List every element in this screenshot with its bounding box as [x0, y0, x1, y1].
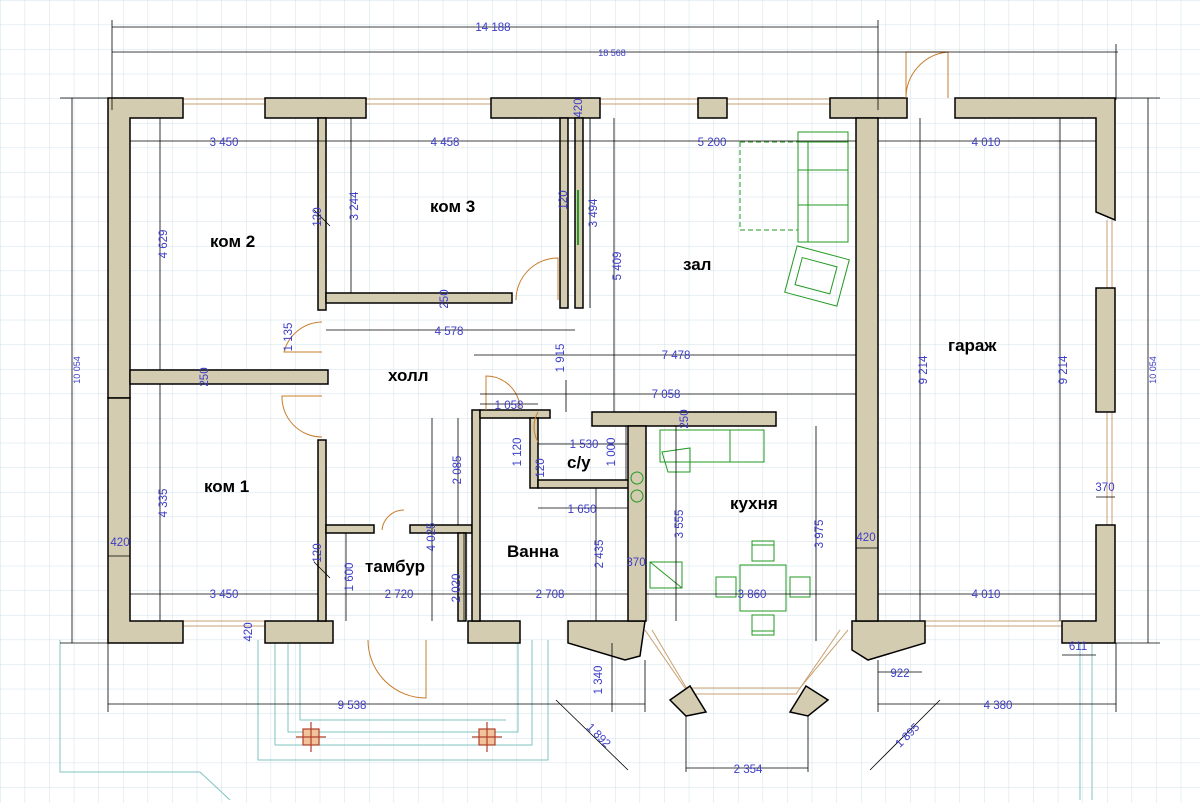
- dimension-label: 7 058: [652, 389, 681, 401]
- dimension-label: 10 054: [1148, 356, 1158, 384]
- room-label-su: с/у: [567, 453, 591, 472]
- dimension-label: 4 025: [426, 523, 438, 552]
- dimension-label: 1 120: [512, 438, 524, 467]
- room-label-zal: зал: [683, 255, 711, 274]
- dimension-label: 18 568: [598, 48, 626, 58]
- dimension-lines: [60, 20, 1160, 772]
- dimension-label: 120: [312, 543, 324, 562]
- sofa-icon: [797, 131, 849, 243]
- dimension-label: 10 054: [72, 356, 82, 384]
- dimension-label: 1 135: [283, 323, 295, 352]
- dimension-label: 4 578: [435, 326, 464, 338]
- dimension-label: 2 020: [451, 574, 463, 603]
- dimension-label: 4 629: [158, 230, 170, 259]
- armchair-icon: [784, 245, 850, 307]
- dimension-label: 1 915: [555, 344, 567, 373]
- dimension-label: 9 538: [338, 700, 367, 712]
- dimension-label: 3 555: [674, 510, 686, 539]
- dimension-label: 9 214: [918, 355, 930, 384]
- dimension-label: 5 200: [698, 137, 727, 149]
- dimension-label: 370: [1095, 482, 1114, 494]
- room-label-kom2: ком 2: [210, 232, 255, 251]
- stove-icon: [649, 561, 683, 589]
- dimension-label: 4 380: [984, 700, 1013, 712]
- room-label-tambur: тамбур: [365, 557, 425, 576]
- room-label-kuhnya: кухня: [730, 494, 778, 513]
- dimension-label: 1 058: [495, 400, 524, 412]
- porch-outline: [59, 640, 1093, 801]
- dimension-label: 120: [312, 207, 324, 226]
- dimension-label: 922: [890, 668, 909, 680]
- dining-table-icon: [739, 564, 787, 612]
- dimension-label: 4 458: [431, 137, 460, 149]
- dimension-label: 1 530: [570, 439, 599, 451]
- dimension-label: 2 708: [536, 589, 565, 601]
- dimension-label: 250: [199, 367, 211, 386]
- dimension-label: 4 335: [158, 489, 170, 518]
- room-label-kom1: ком 1: [204, 477, 249, 496]
- porch-columns: [296, 722, 502, 752]
- sink-icon: [630, 471, 644, 485]
- dimension-label: 3 975: [814, 520, 826, 549]
- windows: [183, 98, 1113, 695]
- dimension-label: 9 214: [1058, 355, 1070, 384]
- dimension-label: 120: [535, 458, 547, 477]
- dimension-label: 250: [679, 409, 691, 428]
- room-label-vanna: Ванна: [507, 542, 559, 561]
- dimension-label: 611: [1069, 641, 1087, 653]
- dimension-label: 420: [243, 622, 255, 641]
- dimension-label: 370: [626, 557, 645, 569]
- dimension-label: 2 435: [594, 540, 606, 569]
- dimension-label: 3 244: [349, 191, 361, 220]
- dimension-label: 3 494: [588, 198, 600, 227]
- furniture: [577, 131, 850, 636]
- dimension-label: 420: [573, 98, 585, 117]
- dimension-label: 420: [110, 537, 129, 549]
- room-label-kom3: ком 3: [430, 197, 475, 216]
- dimension-label: 1 000: [606, 438, 618, 467]
- dimension-label: 5 409: [612, 252, 624, 281]
- dimension-label: 3 450: [210, 137, 239, 149]
- dimension-label: 4 010: [972, 137, 1001, 149]
- dimension-label: 3 450: [210, 589, 239, 601]
- dimension-label: 120: [558, 190, 570, 209]
- dimension-label: 4 010: [972, 589, 1001, 601]
- dimension-label: 420: [856, 532, 875, 544]
- dimension-label: 2 720: [385, 589, 414, 601]
- dimension-label: 3 860: [738, 589, 767, 601]
- room-label-holl: холл: [388, 366, 429, 385]
- dimension-label: 2 354: [734, 764, 763, 776]
- dimension-label: 7 478: [662, 350, 691, 362]
- dimension-label: 250: [439, 289, 451, 308]
- dimension-label: 1 600: [344, 563, 356, 592]
- dimension-labels-horizontal: 14 188 18 568 3 450 4 458 5 200 4 010 4 …: [110, 22, 1114, 776]
- dimension-label: 1 650: [568, 504, 597, 516]
- dimension-label: 2 085: [452, 456, 464, 485]
- room-labels: ком 2 ком 3 зал гараж холл ком 1 с/у кух…: [204, 197, 997, 576]
- dimension-label: 14 188: [475, 22, 510, 34]
- dimension-label: 1 340: [593, 666, 605, 695]
- room-label-garazh: гараж: [948, 336, 997, 355]
